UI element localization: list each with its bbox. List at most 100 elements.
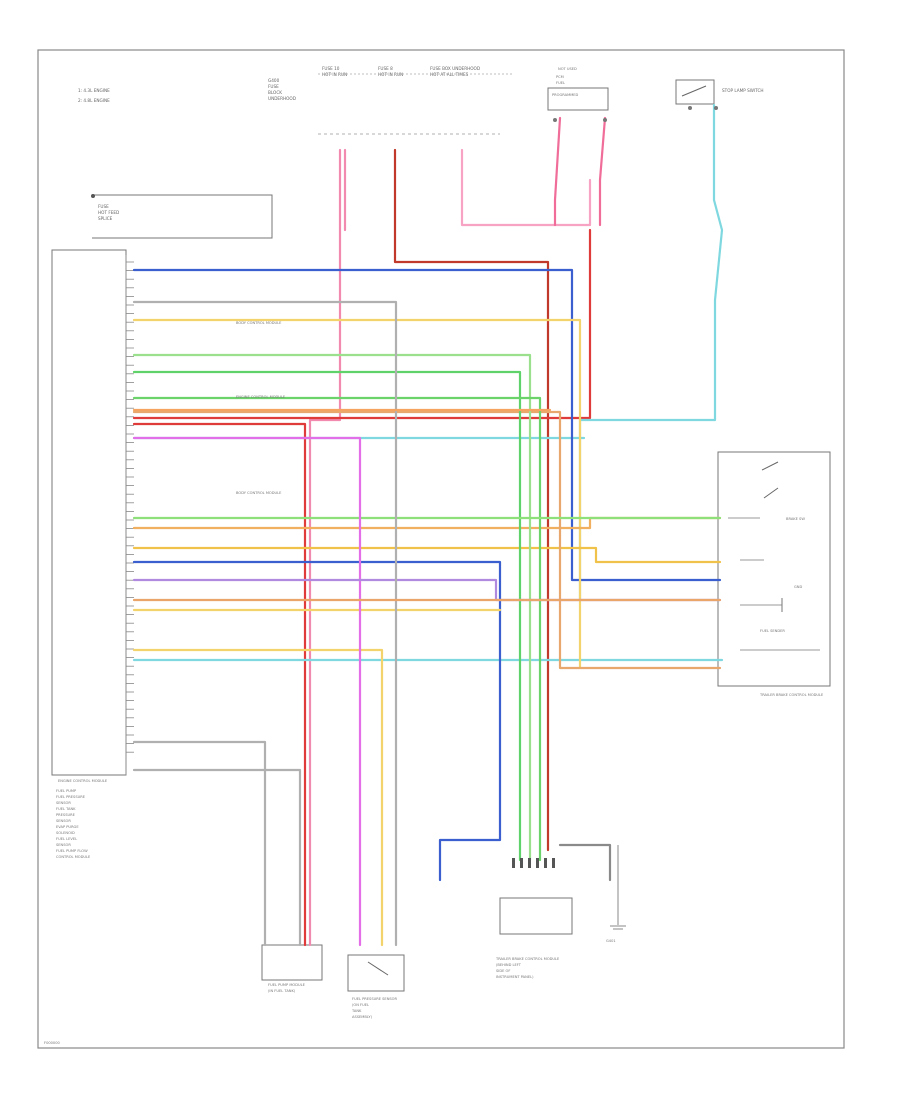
svg-text:SENSOR: SENSOR bbox=[56, 801, 71, 805]
svg-text:TRAILER BRAKE CONTROL MODULE: TRAILER BRAKE CONTROL MODULE bbox=[495, 957, 560, 961]
legend-line-1: 1: 4.3L ENGINE bbox=[78, 88, 110, 93]
legend-line-2: 2: 4.8L ENGINE bbox=[78, 98, 110, 103]
fuse-label-1b: HOT IN RUN bbox=[322, 72, 347, 77]
wire bbox=[132, 353, 532, 862]
ecm-side-labels: FUEL PUMP FUEL PRESSURE SENSOR FUEL TANK… bbox=[56, 789, 91, 859]
wire bbox=[393, 148, 550, 852]
svg-text:SPLICE: SPLICE bbox=[98, 216, 113, 221]
svg-text:G401: G401 bbox=[606, 939, 616, 943]
svg-text:FUEL PUMP MODULE: FUEL PUMP MODULE bbox=[268, 983, 306, 987]
svg-text:FUEL SENDER: FUEL SENDER bbox=[760, 629, 785, 633]
wire bbox=[460, 148, 592, 227]
wire bbox=[132, 228, 592, 420]
diagram-frame bbox=[37, 49, 845, 1049]
fuel-pressure-sensor: FUEL PRESSURE SENSOR (ON FUEL TANK ASSEM… bbox=[347, 954, 405, 1019]
svg-text:SIDE OF: SIDE OF bbox=[496, 969, 510, 973]
wire bbox=[132, 648, 384, 947]
wire bbox=[132, 560, 502, 882]
fuse-label-3b: HOT AT ALL TIMES bbox=[430, 72, 469, 77]
svg-text:SENSOR: SENSOR bbox=[56, 843, 71, 847]
svg-text:FUEL TANK: FUEL TANK bbox=[56, 807, 76, 811]
wire bbox=[132, 300, 398, 947]
wire bbox=[558, 843, 612, 882]
svg-text:FUEL PUMP: FUEL PUMP bbox=[56, 789, 77, 793]
svg-text:FUEL PRESSURE: FUEL PRESSURE bbox=[56, 795, 86, 799]
wire bbox=[553, 116, 562, 227]
svg-text:FUEL PUMP FLOW: FUEL PUMP FLOW bbox=[56, 849, 88, 853]
fuse-labels-top: FUSE 10 HOT IN RUN FUSE 8 HOT IN RUN FUS… bbox=[318, 66, 512, 77]
fuse-label-1: FUSE 10 bbox=[322, 66, 340, 71]
wire bbox=[308, 148, 342, 947]
svg-text:SOLENOID: SOLENOID bbox=[56, 831, 75, 835]
wire bbox=[132, 768, 302, 947]
svg-text:PROGRAMMED: PROGRAMMED bbox=[552, 93, 579, 97]
fuse-label-2: FUSE 8 bbox=[378, 66, 393, 71]
fuse-label-2b: HOT IN RUN bbox=[378, 72, 403, 77]
svg-text:PRESSURE: PRESSURE bbox=[56, 813, 76, 817]
ground-block-label-2: FUSE bbox=[268, 84, 279, 89]
svg-text:TANK: TANK bbox=[351, 1009, 362, 1013]
wire bbox=[132, 410, 722, 670]
legend: 1: 4.3L ENGINE 2: 4.8L ENGINE bbox=[78, 88, 110, 103]
connector-pin bbox=[528, 858, 531, 868]
wire bbox=[132, 268, 722, 582]
svg-text:(IN FUEL TANK): (IN FUEL TANK) bbox=[268, 989, 296, 993]
wire bbox=[598, 116, 607, 227]
svg-text:FUEL PRESSURE SENSOR: FUEL PRESSURE SENSOR bbox=[352, 997, 398, 1001]
ground-block-label-1: G400 bbox=[268, 78, 280, 83]
wire bbox=[132, 546, 722, 564]
svg-text:FUEL LEVEL: FUEL LEVEL bbox=[56, 837, 77, 841]
stop-lamp-switch-label: STOP LAMP SWITCH bbox=[722, 88, 764, 93]
connector-pin bbox=[603, 118, 607, 122]
svg-text:FUSE: FUSE bbox=[98, 204, 109, 209]
svg-text:SENSOR: SENSOR bbox=[56, 819, 71, 823]
svg-text:GND: GND bbox=[794, 585, 802, 589]
side-note-3: ENGINE CONTROL MODULE bbox=[236, 395, 286, 399]
trailer-connector-bottom: TRAILER BRAKE CONTROL MODULE (BEHIND LEF… bbox=[495, 897, 573, 979]
ground-g401: G401 bbox=[606, 845, 626, 943]
footnote: F000000 bbox=[44, 1041, 60, 1045]
wire bbox=[132, 516, 722, 530]
svg-text:ASSEMBLY): ASSEMBLY) bbox=[352, 1015, 373, 1019]
svg-text:FUEL: FUEL bbox=[556, 81, 565, 85]
wire bbox=[132, 396, 542, 862]
svg-text:(ON FUEL: (ON FUEL bbox=[352, 1003, 369, 1007]
connector-pin bbox=[512, 858, 515, 868]
fuse-label-3: FUSE BOX UNDERHOOD bbox=[430, 66, 480, 71]
ecm-pin-rows bbox=[126, 261, 134, 753]
wire bbox=[578, 103, 724, 602]
wires bbox=[132, 103, 724, 947]
wire bbox=[132, 370, 522, 862]
wire bbox=[132, 436, 362, 947]
trailer-module-label: TRAILER BRAKE CONTROL MODULE bbox=[759, 693, 824, 697]
connector-pin bbox=[544, 858, 547, 868]
connector-pin bbox=[520, 858, 523, 868]
connector-pin bbox=[552, 858, 555, 868]
connector-pin bbox=[714, 106, 718, 110]
power-input-box: FUSE HOT FEED SPLICE bbox=[91, 194, 273, 239]
stop-lamp-switch: STOP LAMP SWITCH bbox=[675, 79, 764, 105]
ecm-title: ENGINE CONTROL MODULE bbox=[58, 779, 108, 783]
connector-pin bbox=[688, 106, 692, 110]
fuel-pump-module: FUEL PUMP MODULE (IN FUEL TANK) bbox=[261, 944, 323, 993]
side-note-1: BODY CONTROL MODULE bbox=[236, 321, 282, 325]
svg-text:NOT USED: NOT USED bbox=[558, 67, 577, 71]
top-relay: NOT USED PCM FUEL PROGRAMMED bbox=[547, 67, 609, 111]
svg-text:INSTRUMENT PANEL): INSTRUMENT PANEL) bbox=[496, 975, 534, 979]
wire bbox=[132, 578, 722, 602]
svg-text:BRAKE SW: BRAKE SW bbox=[786, 517, 805, 521]
connector-pin bbox=[553, 118, 557, 122]
trailer-brake-module-box: TRAILER BRAKE CONTROL MODULE BRAKE SW GN… bbox=[717, 451, 831, 697]
ground-block-label-3: BLOCK bbox=[268, 90, 282, 95]
side-note-2: BODY CONTROL MODULE bbox=[236, 491, 282, 495]
connector-pin bbox=[536, 858, 539, 868]
svg-text:PCM: PCM bbox=[556, 75, 564, 79]
wire bbox=[132, 318, 582, 670]
svg-text:(BEHIND LEFT: (BEHIND LEFT bbox=[496, 963, 522, 967]
ground-block-label-4: UNDERHOOD bbox=[268, 96, 296, 101]
svg-text:EVAP PURGE: EVAP PURGE bbox=[56, 825, 79, 829]
ecm-connector: ENGINE CONTROL MODULE bbox=[51, 249, 127, 783]
svg-text:HOT FEED: HOT FEED bbox=[98, 210, 119, 215]
